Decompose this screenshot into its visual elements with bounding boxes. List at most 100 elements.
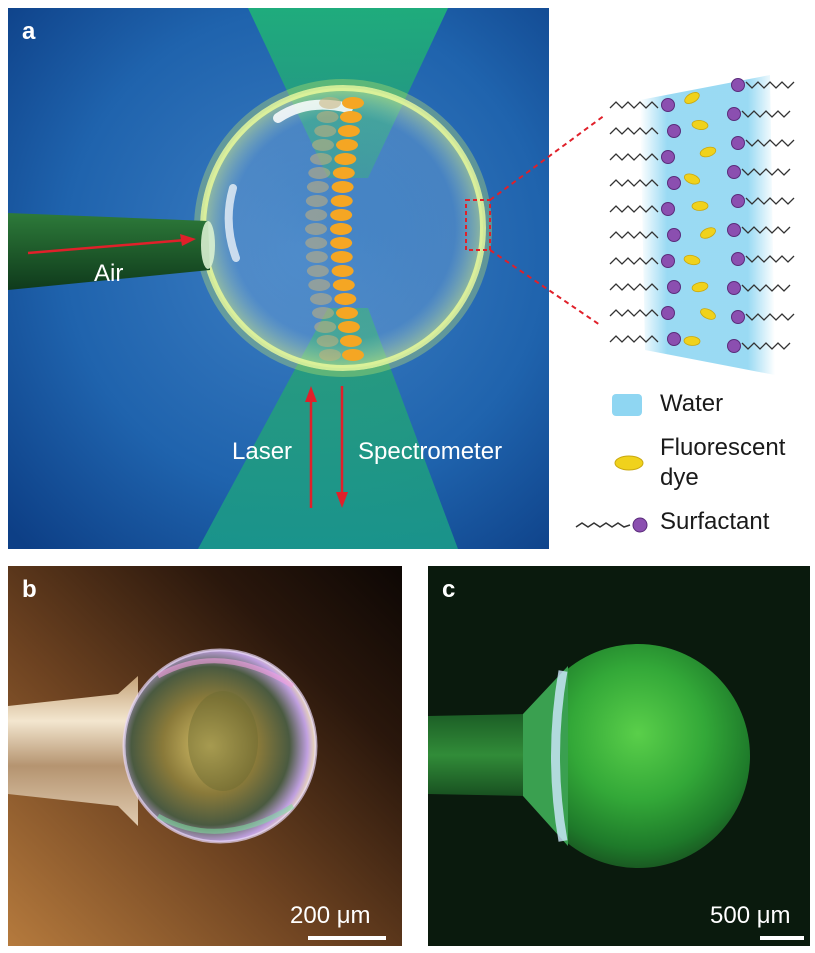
dye-ellipse: [308, 167, 331, 179]
dye-molecule: [699, 146, 717, 158]
dye-ellipse: [332, 279, 355, 291]
dye-ellipse: [337, 321, 360, 333]
capillary-tube: [8, 676, 138, 826]
surfactant-tail: [745, 313, 795, 321]
dye-ellipse: [339, 335, 362, 347]
panel-label-c: c: [442, 576, 456, 603]
legend-surfactant-label: Surfactant: [660, 508, 770, 535]
dye-molecule: [691, 201, 709, 211]
dye-ellipse: [342, 97, 364, 109]
surfactant-head: [727, 107, 741, 121]
dye-ellipse: [330, 223, 352, 235]
surfactant-head: [667, 228, 681, 242]
dye-ellipse: [336, 307, 358, 319]
surfactant-head: [731, 252, 745, 266]
dye-swatch: [614, 455, 644, 471]
dye-ellipse: [330, 195, 353, 207]
surfactant-tail: [745, 197, 795, 205]
bubble-highlight: [273, 99, 353, 123]
dye-ellipse: [305, 209, 328, 221]
surfactant-tail: [741, 342, 791, 350]
dye-molecule: [700, 227, 716, 239]
surfactant-head: [667, 176, 681, 190]
dye-molecule: [683, 254, 701, 266]
legend-dye: Fluorescent dye: [570, 432, 810, 492]
dye-ellipse: [319, 349, 341, 361]
dye-ellipse: [305, 237, 328, 249]
surfactant-head: [727, 223, 741, 237]
surfactant-tail: [609, 153, 659, 161]
dye-molecule: [691, 120, 709, 130]
dye-ellipse: [305, 195, 328, 207]
surfactant-tail: [609, 205, 659, 213]
dye-ellipse: [305, 223, 327, 235]
surfactant-tail: [609, 101, 659, 109]
laser-beam-bottom: [198, 308, 458, 549]
surfactant-head: [727, 339, 741, 353]
surfactant-head: [727, 165, 741, 179]
surfactant-head: [661, 254, 675, 268]
bubble-photo-fluorescence: [428, 566, 810, 946]
dye-ellipse: [334, 293, 357, 305]
dye-ellipse: [306, 181, 329, 193]
surfactant-tail: [741, 284, 791, 292]
dye-ellipse: [316, 335, 339, 347]
bubble-photo-brightfield: [8, 566, 402, 946]
surfactant-tail: [609, 127, 659, 135]
panel-c-photo: c 500 μm: [428, 566, 810, 946]
membrane-diagram: [609, 75, 795, 375]
dye-ellipse: [336, 139, 358, 151]
surfactant-tail: [609, 335, 659, 343]
surfactant-swatch: [575, 517, 648, 533]
surfactant-tail: [609, 231, 659, 239]
dye-ellipse: [330, 251, 353, 263]
dye-ellipse: [330, 209, 353, 221]
legend-dye-label-2: dye: [660, 464, 699, 491]
dye-ellipse: [314, 125, 337, 137]
scale-bar-b: [308, 936, 386, 940]
surfactant-tail: [741, 110, 791, 118]
dye-ellipse: [305, 251, 328, 263]
surfactant-tail: [741, 168, 791, 176]
dye-ellipse: [314, 321, 337, 333]
capillary-tube: [428, 714, 528, 796]
air-tube: [8, 213, 210, 290]
membrane-zoom: [560, 70, 805, 380]
surfactant-tail: [741, 226, 791, 234]
dye-molecule: [683, 173, 701, 185]
dye-molecules: [305, 97, 364, 361]
bubble: [124, 650, 316, 842]
surfactant-head: [731, 310, 745, 324]
dye-ellipse: [331, 265, 354, 277]
legend-dye-label-1: Fluorescent: [660, 434, 786, 461]
laser-label: Laser: [232, 438, 293, 465]
dye-ellipse: [334, 153, 357, 165]
surfactant-head: [731, 136, 745, 150]
surfactant-tail: [609, 309, 659, 317]
bubble: [526, 644, 750, 868]
dye-molecule: [700, 308, 716, 320]
dye-ellipse: [342, 349, 364, 361]
panel-b-photo: b 200 μm: [8, 566, 402, 946]
dye-ellipse: [308, 279, 331, 291]
zoom-box: [465, 199, 491, 251]
air-arrow: [27, 238, 187, 255]
panel-label-b: b: [22, 576, 37, 603]
dye-ellipse: [310, 153, 333, 165]
surfactant-tail: [745, 81, 795, 89]
dye-ellipse: [332, 167, 355, 179]
legend-water-label: Water: [660, 390, 724, 417]
scale-bar-label-c: 500 μm: [710, 902, 791, 929]
scale-bar-c: [760, 936, 804, 940]
panel-label-a: a: [22, 18, 36, 45]
scale-bar-label-b: 200 μm: [290, 902, 371, 929]
surfactant-head: [667, 332, 681, 346]
dye-ellipse: [337, 125, 360, 137]
bubble-schematic: [8, 8, 549, 549]
dye-ellipse: [339, 111, 362, 123]
surfactant-tail: [745, 255, 795, 263]
air-label: Air: [94, 260, 124, 287]
water-swatch: [612, 394, 642, 416]
surfactant-tail: [745, 139, 795, 147]
dye-ellipse: [306, 265, 329, 277]
